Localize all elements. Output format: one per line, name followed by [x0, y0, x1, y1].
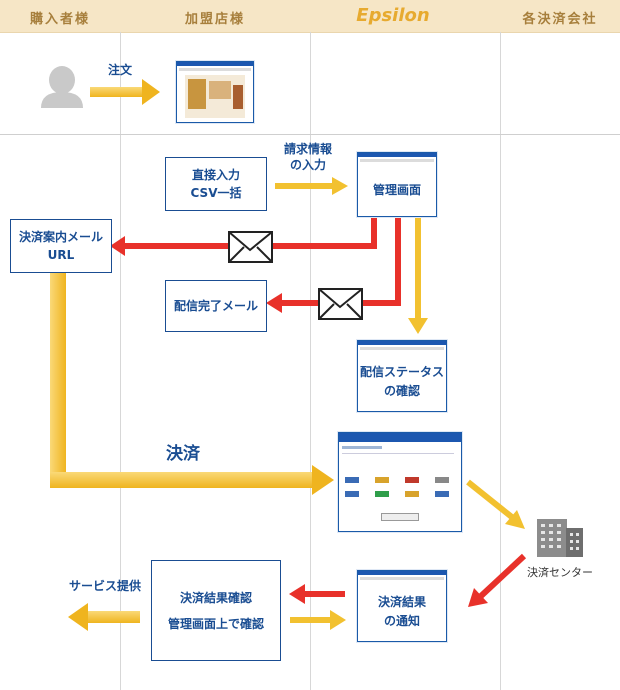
browser-window-icon [358, 341, 446, 345]
delivery-done-label: 配信完了メール [173, 299, 258, 313]
delivery-status-screen: 配信ステータス の確認 [357, 340, 447, 412]
browser-window-icon [358, 571, 446, 575]
request-label-line2: の入力 [289, 158, 326, 172]
product-image [233, 85, 243, 109]
building-icon [537, 519, 583, 557]
payment-methods [345, 477, 455, 507]
result-notice-label: 決済結果 の通知 [358, 583, 446, 641]
request-label-line1: 請求情報 [283, 142, 332, 156]
admin-screen-label: 管理画面 [358, 165, 436, 216]
service-arrow [68, 603, 140, 631]
person-icon [41, 66, 83, 108]
result-notice-line1: 決済結果 [377, 595, 426, 609]
epsilon-logo: Epsilon [356, 5, 430, 26]
confirm-arrow [290, 610, 346, 630]
delivery-done-box: 配信完了メール [165, 280, 267, 332]
payment-mail-line2: URL [47, 248, 75, 262]
screen-button [381, 513, 419, 521]
shop-page-content [185, 75, 245, 118]
header-payment-company: 各決済会社 [522, 12, 598, 27]
result-check-line1: 決済結果確認 [179, 590, 252, 605]
order-label: 注文 [107, 63, 132, 77]
delivery-status-label: 配信ステータス の確認 [358, 353, 446, 411]
to-center-arrow [466, 479, 525, 529]
browser-window-icon [339, 433, 461, 442]
result-check-box: 決済結果確認 管理画面上で確認 [151, 560, 281, 661]
direct-input-line2: CSV一括 [190, 186, 242, 200]
payment-mail-box: 決済案内メール URL [10, 219, 112, 273]
request-arrow [275, 177, 348, 195]
result-check-arrow [289, 584, 345, 604]
screen-heading [342, 446, 382, 449]
browser-window-icon [177, 62, 253, 66]
screen-menubar [179, 68, 251, 71]
result-notice-screen: 決済結果 の通知 [357, 570, 447, 642]
status-arrow [408, 214, 428, 334]
payment-label: 決済 [166, 444, 200, 464]
result-notice-arrow [468, 553, 527, 607]
delivery-status-line2: の確認 [383, 384, 420, 398]
order-arrow [90, 79, 160, 105]
payment-mail-line1: 決済案内メール [18, 230, 103, 244]
delivery-status-line1: 配信ステータス [359, 365, 444, 379]
envelope-icon [318, 288, 363, 320]
direct-input-line1: 直接入力 [191, 168, 240, 182]
product-image [209, 81, 231, 99]
browser-window-icon [358, 153, 436, 157]
header-buyer: 購入者様 [29, 12, 90, 27]
header-merchant: 加盟店様 [184, 12, 245, 27]
screen-menubar [360, 159, 434, 162]
screen-form [342, 453, 454, 472]
payment-screen [338, 432, 462, 532]
result-notice-line2: の通知 [383, 614, 420, 628]
admin-screen: 管理画面 [357, 152, 437, 217]
admin-screen-text: 管理画面 [372, 183, 421, 197]
screen-menubar [360, 347, 444, 350]
lane-divider [500, 32, 501, 690]
payment-flow-arrow [50, 272, 334, 495]
direct-input-box: 直接入力 CSV一括 [165, 157, 267, 211]
screen-menubar [360, 577, 444, 580]
result-check-line2: 管理画面上で確認 [167, 616, 264, 631]
shop-screen [176, 61, 254, 123]
service-label: サービス提供 [68, 579, 141, 593]
product-image [188, 79, 206, 109]
lane-divider [310, 32, 311, 690]
lane-divider [120, 32, 121, 690]
section-divider [0, 134, 620, 135]
payment-center-label: 決済センター [527, 566, 593, 579]
envelope-icon [228, 231, 273, 263]
